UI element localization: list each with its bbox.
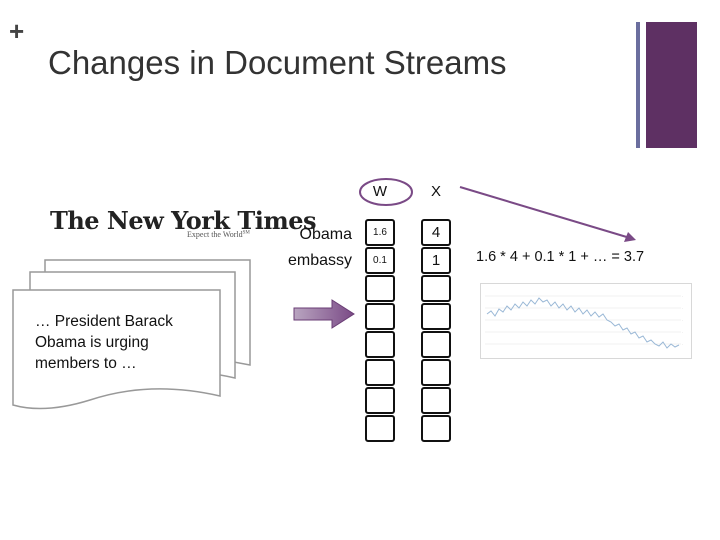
cell-x-empty — [421, 359, 451, 386]
cell-w-obama: 1.6 — [365, 219, 395, 246]
cell-x-empty — [421, 331, 451, 358]
document-excerpt: … President Barack Obama is urging membe… — [35, 313, 173, 372]
nyt-logo: The New York Times Expect the WorldSM — [50, 206, 317, 246]
cell-x-empty — [421, 415, 451, 442]
accent-block — [646, 22, 697, 148]
cell-x-empty — [421, 303, 451, 330]
logo-tagline: Expect the WorldSM — [187, 230, 250, 239]
weight-column-w: 1.6 0.1 — [365, 219, 395, 443]
arrow-right-icon — [293, 299, 355, 329]
svg-text:.: . — [682, 341, 683, 346]
logo-tagline-text: Expect the World — [187, 230, 243, 239]
word-label-embassy: embassy — [287, 252, 352, 269]
cell-x-empty — [421, 387, 451, 414]
cell-w-empty — [365, 359, 395, 386]
cell-w-empty — [365, 387, 395, 414]
column-header-w: W — [372, 183, 388, 200]
cell-w-embassy: 0.1 — [365, 247, 395, 274]
feature-column-x: 4 1 — [421, 219, 451, 443]
svg-text:.: . — [682, 317, 683, 322]
highlight-annotation — [359, 178, 636, 242]
cell-w-empty — [365, 275, 395, 302]
cell-x-empty — [421, 275, 451, 302]
logo-tagline-mark: SM — [242, 230, 250, 236]
word-label-obama: Obama — [299, 226, 352, 243]
accent-line — [636, 22, 640, 148]
page-title: Changes in Document Streams — [48, 44, 507, 81]
svg-text:.: . — [682, 329, 683, 334]
cell-x-embassy: 1 — [421, 247, 451, 274]
pointer-arrowhead — [624, 232, 636, 242]
column-header-x: X — [430, 183, 441, 200]
cell-w-empty — [365, 331, 395, 358]
cell-x-obama: 4 — [421, 219, 451, 246]
document-stack — [12, 259, 251, 410]
stock-chart-thumbnail: . . . . . — [480, 283, 692, 359]
plus-icon: + — [9, 16, 25, 46]
w-column-highlight — [359, 178, 413, 206]
cell-w-empty — [365, 303, 395, 330]
svg-text:.: . — [682, 293, 683, 298]
cell-w-empty — [365, 415, 395, 442]
pointer-line — [459, 186, 631, 239]
score-formula: 1.6 * 4 + 0.1 * 1 + … = 3.7 — [476, 249, 645, 265]
svg-text:.: . — [682, 305, 683, 310]
